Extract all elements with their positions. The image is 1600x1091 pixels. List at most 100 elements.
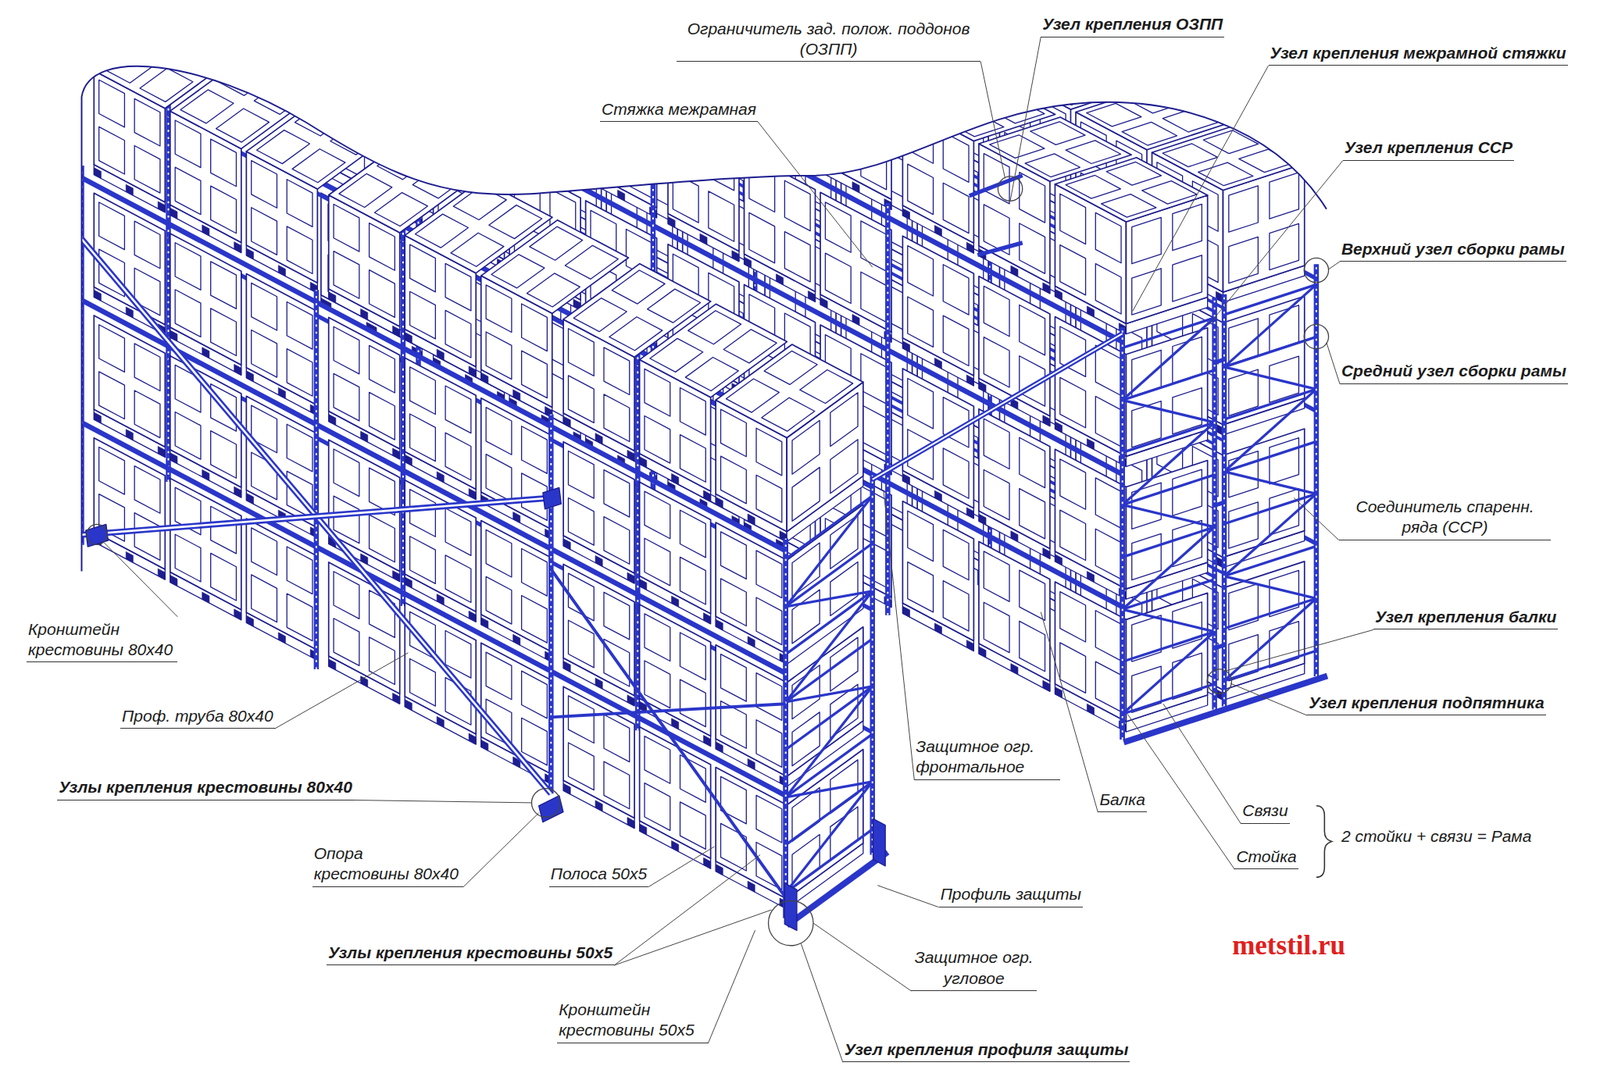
rack-shape — [1065, 140, 1121, 165]
rack-shape — [246, 274, 318, 406]
rack-shape — [1060, 193, 1086, 244]
rack-shape — [450, 232, 504, 267]
rack-shape — [180, 89, 234, 124]
rack-shape — [286, 226, 313, 275]
rack-shape — [567, 742, 594, 791]
rack-shape — [1019, 304, 1046, 355]
rack-shape — [611, 270, 665, 304]
rack-shape — [333, 204, 360, 253]
rack-shape — [404, 480, 476, 612]
rack-shape — [966, 507, 974, 519]
rack-member — [1122, 475, 1215, 505]
rack-shape — [563, 660, 571, 672]
curly-bracket — [1316, 806, 1333, 878]
rack-shape — [627, 450, 635, 461]
rack-shape — [805, 108, 832, 159]
rack-shape — [170, 453, 178, 465]
rack-shape — [157, 568, 165, 580]
rack-member — [1122, 527, 1215, 610]
rack-shape — [860, 139, 887, 190]
rack-shape — [721, 776, 747, 825]
rack-shape — [433, 0, 505, 128]
rack-shape — [830, 807, 858, 861]
rack-member — [782, 539, 789, 919]
rack-shape — [210, 431, 237, 479]
rack-shape — [585, 173, 593, 185]
rack-shape — [639, 578, 647, 590]
rack-shape — [744, 124, 752, 136]
rack-shape — [1095, 528, 1122, 579]
rack-shape — [617, 57, 625, 69]
rack-shape — [625, 0, 652, 15]
rack-member — [785, 591, 873, 608]
rack-member — [81, 422, 786, 797]
rack-shape — [410, 658, 436, 707]
rack-shape — [756, 550, 783, 599]
rack-shape — [257, 130, 311, 165]
rack-shape — [157, 446, 165, 458]
rack-shape — [509, 129, 581, 178]
rack-shape — [463, 157, 474, 171]
rack-shape — [175, 289, 201, 338]
rack-shape — [216, 108, 270, 143]
rack-shape — [921, 38, 948, 89]
rack-member — [1122, 632, 1215, 662]
rack-shape — [1060, 510, 1086, 561]
rack-shape — [392, 448, 400, 460]
rack-shape — [251, 329, 278, 378]
rack-shape — [725, 378, 779, 413]
rack-shape — [611, 5, 638, 56]
rack-shape — [687, 46, 714, 97]
rack-shape — [468, 366, 476, 378]
rack-shape — [907, 113, 934, 164]
rack-shape — [983, 153, 1010, 204]
rack-shape — [550, 56, 576, 107]
rack-shape — [514, 0, 540, 7]
rack-shape — [563, 564, 635, 696]
detail-circle — [1303, 257, 1329, 283]
rack-shape — [825, 202, 851, 253]
rack-shape — [246, 518, 318, 650]
rack-shape — [611, 138, 638, 189]
rack-shape — [983, 418, 1010, 469]
rack-shape — [744, 121, 816, 169]
rack-shape — [670, 2, 678, 14]
rack-shape — [369, 345, 396, 393]
rack-shape — [983, 469, 1010, 520]
rack-shape — [445, 310, 472, 358]
rack-shape — [860, 271, 887, 322]
rack-shape — [571, 117, 597, 168]
leader-line — [883, 492, 915, 781]
rack-shape — [445, 555, 472, 604]
rack-shape — [907, 164, 934, 215]
rack-shape — [521, 596, 548, 644]
rack-shape — [438, 129, 465, 180]
rack-shape — [723, 116, 750, 167]
rack-shape — [360, 309, 368, 321]
rack-shape — [796, 69, 804, 81]
rack-shape — [485, 332, 512, 380]
rack-shape — [792, 467, 820, 522]
rack-shape — [134, 145, 161, 193]
rack-shape — [934, 623, 942, 635]
rack-shape — [732, 250, 740, 262]
rack-shape — [509, 0, 581, 35]
rack-shape — [881, 67, 908, 118]
rack-shape — [468, 610, 476, 622]
rack-shape — [210, 553, 237, 601]
rack-shape — [526, 273, 580, 308]
rack-shape — [563, 686, 635, 818]
rack-shape — [627, 572, 635, 584]
rack-shape — [721, 823, 747, 872]
rack-shape — [953, 81, 1009, 105]
rack-shape — [800, 370, 854, 404]
rack-member — [785, 686, 873, 798]
rack-shape — [328, 659, 336, 671]
rack-member — [977, 242, 1022, 256]
rack-shape — [438, 0, 465, 48]
rack-shape — [404, 357, 476, 490]
rack-shape — [1025, 153, 1080, 178]
rack-member — [785, 686, 873, 750]
rack-shape — [178, 40, 232, 75]
rack-shape — [703, 857, 711, 869]
